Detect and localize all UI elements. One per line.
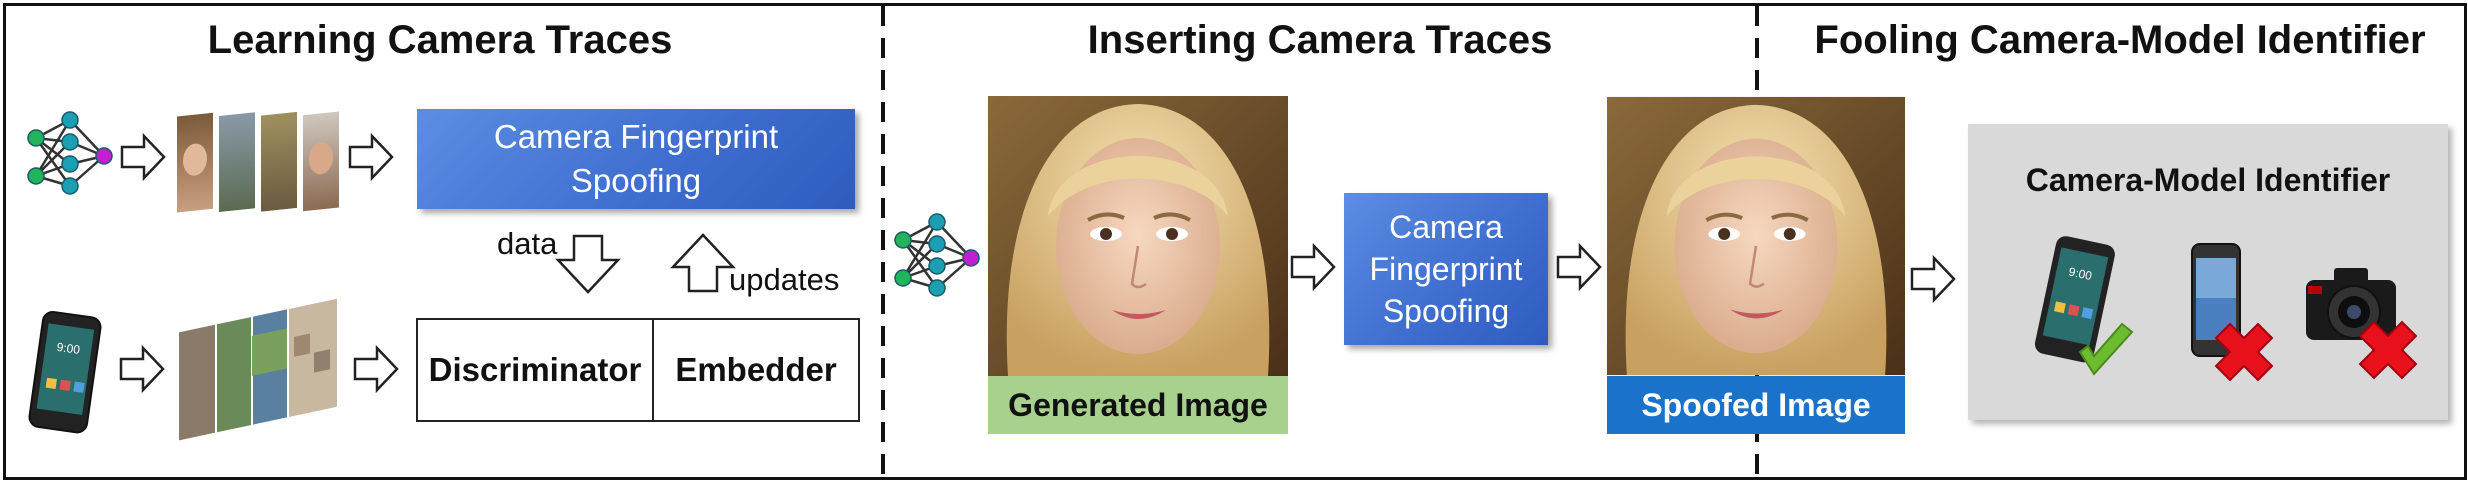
generated-face-image [988, 96, 1288, 376]
arrow-down-icon [555, 234, 621, 294]
embedder-box: Embedder [652, 318, 860, 422]
embedder-label: Embedder [675, 351, 837, 388]
generated-faces-stack [172, 104, 342, 216]
data-label: data [497, 226, 558, 261]
iphone-icon [2191, 243, 2274, 382]
generated-image-caption-text: Generated Image [1008, 386, 1268, 423]
arrow-right-icon [348, 132, 394, 182]
arrow-right-icon [353, 344, 399, 394]
cross-icon [2214, 322, 2274, 382]
camera-fingerprint-spoofing-box-inference: Camera Fingerprint Spoofing [1344, 193, 1548, 345]
camera-model-identifier-panel: Camera-Model Identifier 9:00 [1968, 124, 2448, 420]
arrow-right-icon [1290, 242, 1336, 292]
smartphone-icon: 9:00 [28, 310, 102, 434]
neural-network-icon [27, 111, 113, 195]
outer-frame [3, 3, 2467, 480]
camera-fingerprint-spoofing-box-training: Camera Fingerprint Spoofing [417, 109, 855, 209]
arrow-right-icon [120, 132, 166, 182]
camera-model-identifier-title: Camera-Model Identifier [2025, 162, 2391, 198]
section-title-inserting: Inserting Camera Traces [1087, 18, 1553, 62]
spoofed-image-caption: Spoofed Image [1607, 376, 1905, 434]
svg-text:9:00: 9:00 [56, 340, 81, 357]
arrow-up-icon [670, 233, 736, 293]
neural-network-icon [894, 213, 980, 297]
lg-phone-icon: 9:00 [2034, 236, 2134, 376]
discriminator-label: Discriminator [428, 351, 642, 388]
updates-label: updates [729, 262, 840, 297]
dashed-separator-1 [881, 6, 885, 476]
section-title-learning: Learning Camera Traces [207, 18, 673, 62]
discriminator-box: Discriminator [416, 318, 654, 422]
section-title-fooling: Fooling Camera-Model Identifier [1814, 18, 2426, 62]
check-icon [2078, 322, 2134, 376]
arrow-right-icon [119, 344, 165, 394]
generated-image-caption: Generated Image [988, 376, 1288, 434]
arrow-right-icon [1910, 254, 1956, 304]
camera-photos-stack [176, 292, 346, 443]
svg-text:9:00: 9:00 [2067, 265, 2093, 284]
cross-icon [2358, 320, 2418, 380]
spoofed-face-image [1607, 96, 1905, 376]
spoofed-image-caption-text: Spoofed Image [1641, 386, 1871, 423]
arrow-right-icon [1556, 242, 1602, 292]
dslr-camera-icon [2306, 268, 2418, 380]
